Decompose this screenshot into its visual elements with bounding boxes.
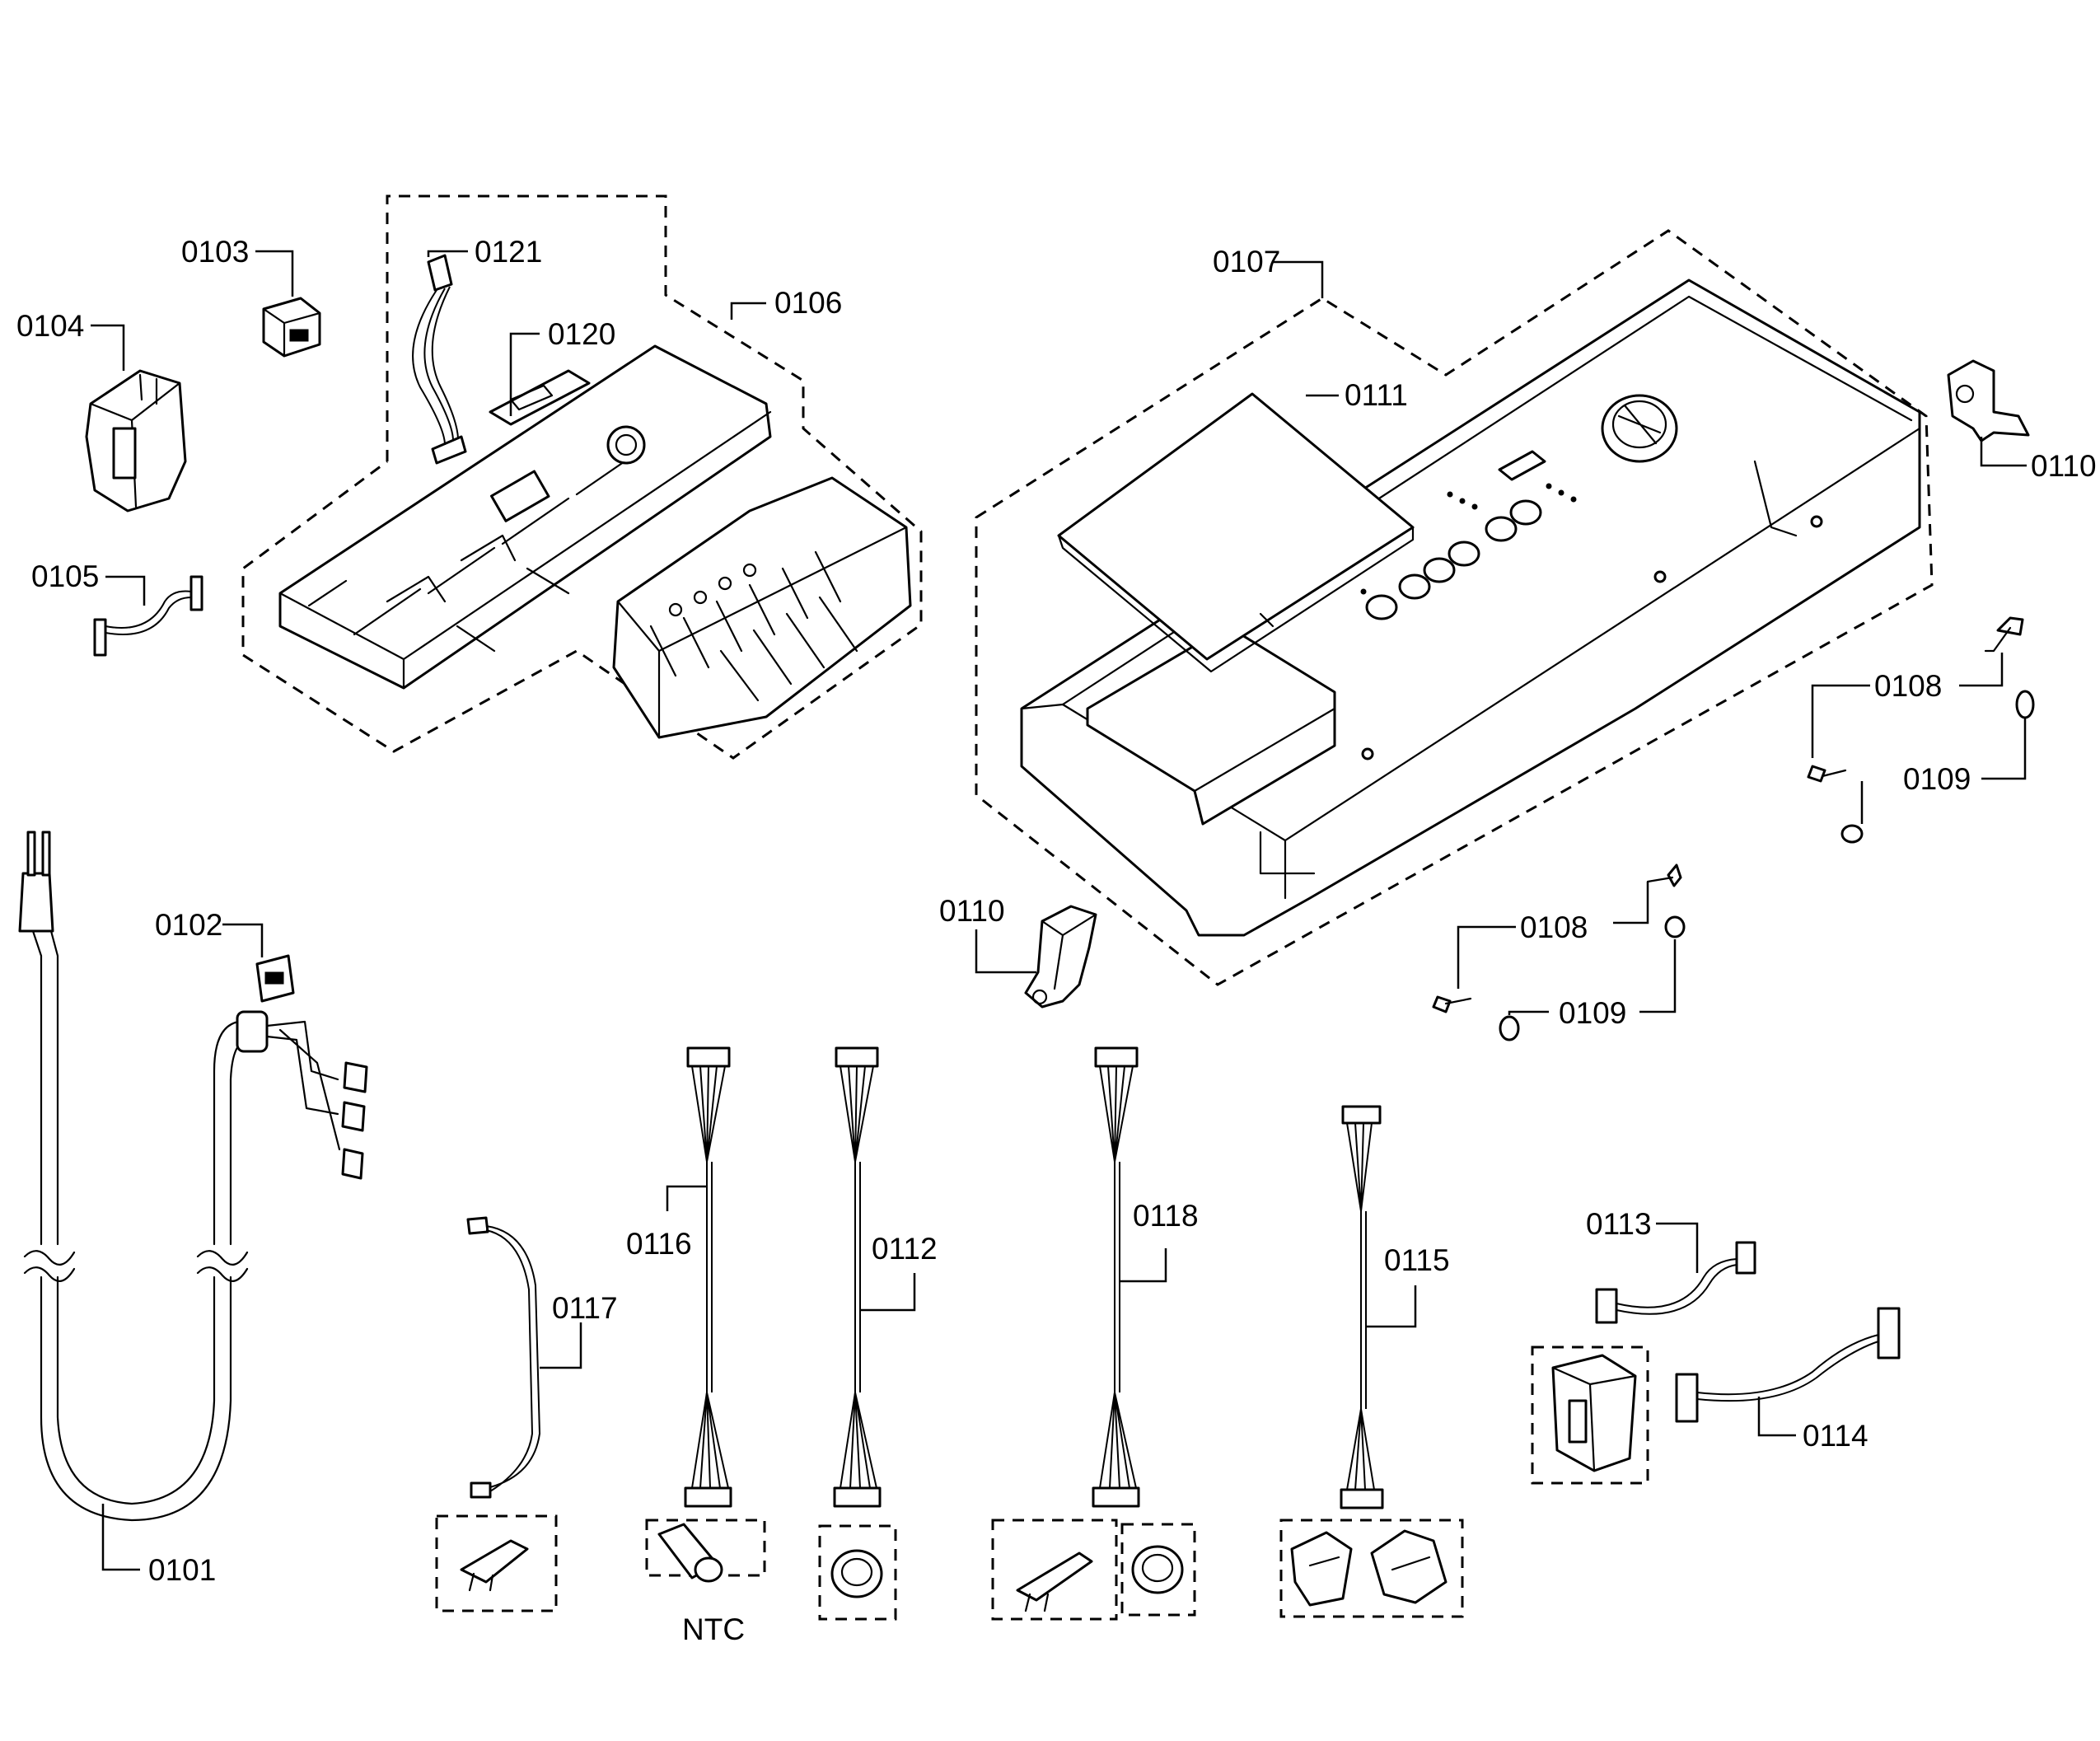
callout-0106: 0106	[774, 286, 842, 320]
wire-0105	[93, 575, 203, 657]
callout-0104: 0104	[16, 309, 84, 343]
callout-0116: 0116	[626, 1227, 692, 1261]
harness-0116	[645, 1046, 766, 1583]
power-cord-0101	[18, 831, 368, 1571]
callout-0115: 0115	[1384, 1243, 1450, 1277]
callout-0110-right: 0110	[2031, 449, 2097, 483]
harness-0118	[991, 1046, 1196, 1621]
callout-0102: 0102	[155, 908, 222, 942]
wire-0113	[1595, 1222, 1756, 1324]
callout-0114: 0114	[1803, 1419, 1868, 1453]
harness-0115	[1279, 1105, 1464, 1618]
callout-0111: 0111	[1345, 378, 1408, 412]
callout-0120: 0120	[548, 317, 615, 351]
callout-0117: 0117	[552, 1291, 618, 1325]
connector-0102	[222, 923, 295, 1003]
callout-0107: 0107	[1213, 245, 1280, 278]
callout-0109-right: 0109	[1903, 762, 1971, 796]
wire-0114	[1531, 1307, 1901, 1485]
suppressor-0104	[85, 324, 187, 512]
callout-0121: 0121	[475, 235, 542, 269]
callout-0110-left: 0110	[939, 894, 1005, 928]
callout-0112: 0112	[872, 1232, 938, 1266]
callout-0108-right: 0108	[1874, 669, 1942, 703]
label-ntc: NTC	[682, 1612, 745, 1646]
control-panel-0107	[975, 229, 1934, 986]
callout-0103: 0103	[181, 235, 249, 269]
callout-0101: 0101	[148, 1553, 216, 1587]
screws-right-0108-0109	[1807, 616, 2035, 844]
harness-0117	[435, 1216, 582, 1612]
block-0103	[255, 250, 321, 358]
callout-0108-middle: 0108	[1520, 910, 1588, 944]
hinge-0110-left	[975, 905, 1097, 1009]
callout-0118: 0118	[1133, 1199, 1199, 1233]
callout-0105: 0105	[31, 559, 99, 593]
electronic-module-0106	[241, 194, 923, 760]
harness-0112	[818, 1046, 916, 1621]
screws-middle-0108-0109	[1432, 863, 1686, 1041]
callout-0113: 0113	[1586, 1207, 1652, 1241]
callout-0109-middle: 0109	[1559, 996, 1626, 1030]
hinge-0110-right	[1947, 359, 2030, 467]
